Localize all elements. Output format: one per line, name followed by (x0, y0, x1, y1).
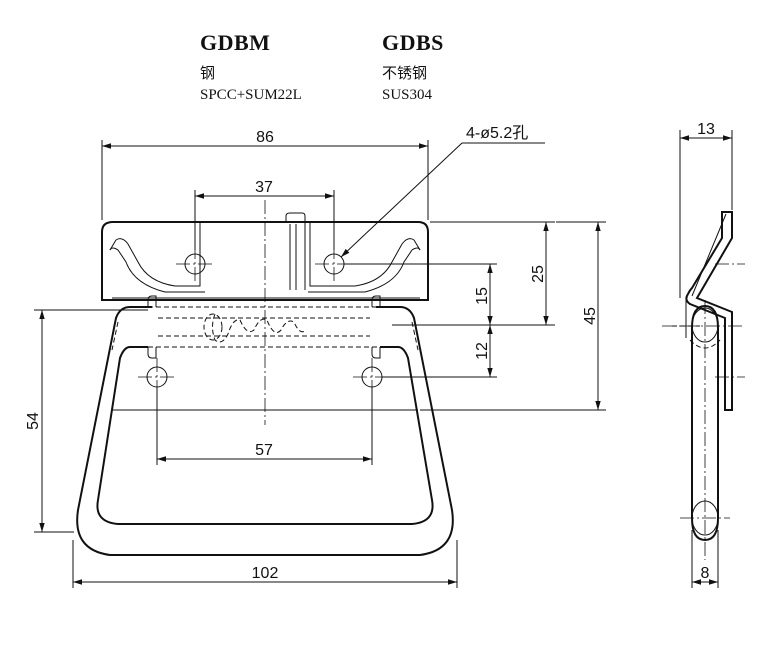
dim-102: 102 (252, 565, 279, 582)
model-material: 钢 (200, 64, 216, 82)
mounting-plate (101, 221, 429, 301)
model-gdbm: GDBM 钢 SPCC+SUM22L (200, 30, 302, 104)
dim-15: 15 (474, 287, 491, 305)
model-code: GDBS (382, 30, 444, 55)
dim-54: 54 (25, 412, 42, 430)
dim-45: 45 (582, 307, 599, 325)
model-spec: SPCC+SUM22L (200, 87, 302, 103)
spring-coil (212, 313, 307, 343)
spring-tab (285, 212, 306, 222)
dimensions-side: 13 8 (679, 121, 733, 588)
model-spec: SUS304 (382, 87, 433, 103)
dim-37: 37 (255, 179, 273, 196)
dim-13: 13 (697, 121, 715, 138)
dim-8: 8 (701, 565, 710, 582)
handle-inner (96, 346, 434, 525)
dim-hole-callout: 4-ø5.2孔 (466, 124, 528, 142)
side-view (662, 211, 745, 560)
dim-86: 86 (256, 129, 274, 146)
model-gdbs: GDBS 不锈钢 SUS304 (382, 30, 444, 104)
dim-57: 57 (255, 442, 273, 459)
dimensions-front: 86 37 4-ø5.2孔 25 45 15 12 54 (25, 124, 606, 588)
dim-12: 12 (474, 342, 491, 360)
model-code: GDBM (200, 30, 271, 55)
front-view (76, 200, 454, 556)
model-material: 不锈钢 (382, 64, 428, 82)
dim-25: 25 (530, 265, 547, 283)
side-plate (685, 211, 733, 411)
handle-outer (76, 306, 454, 556)
